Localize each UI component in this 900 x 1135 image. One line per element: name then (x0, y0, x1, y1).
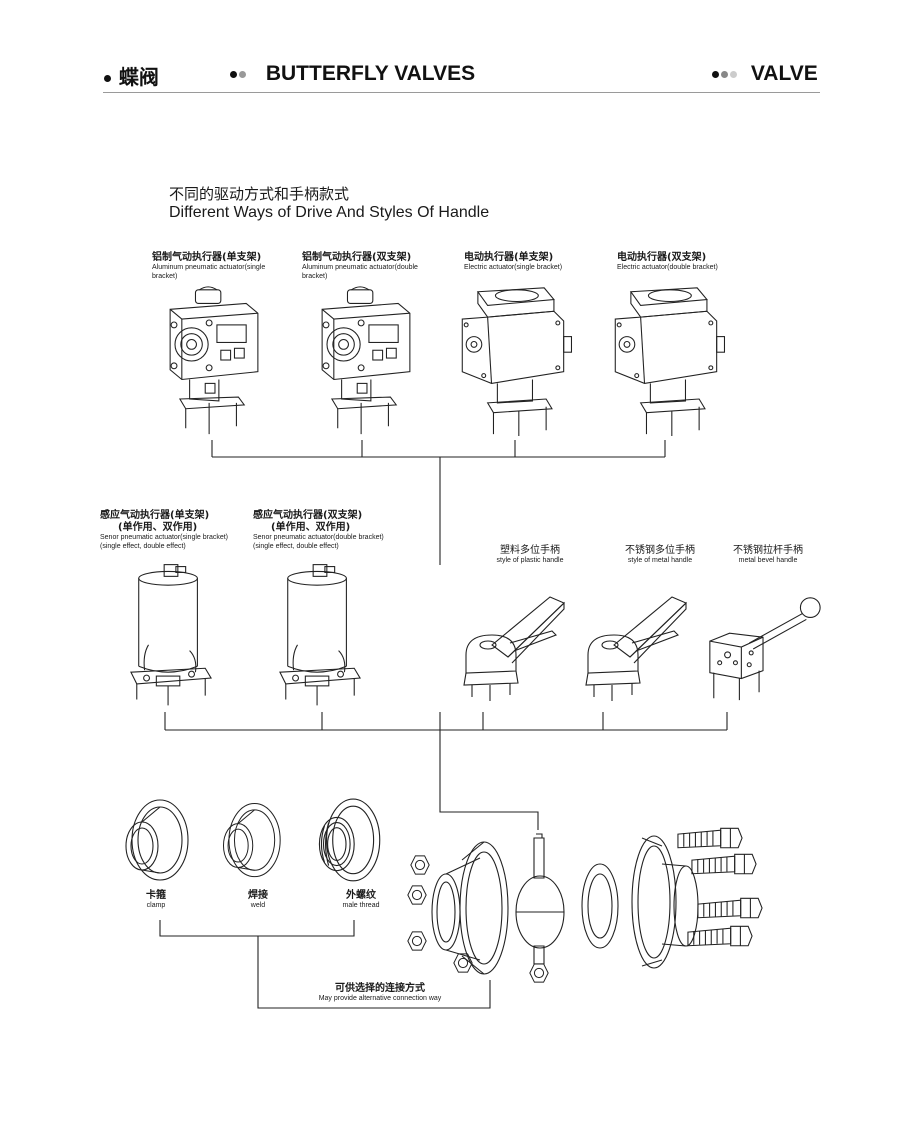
page-header: 蝶阀 BUTTERFLY VALVES VALVE (0, 0, 900, 100)
actuator-label-en: Aluminum pneumatic actuator(single brack… (152, 264, 266, 280)
connection-note-en: May provide alternative connection way (318, 995, 442, 1002)
sensor-label-en2: (single effect, double effect) (253, 542, 339, 550)
header-left-label: 蝶阀 (118, 65, 159, 89)
bullet-dot-icon (230, 70, 237, 78)
section-title-en: Different Ways of Drive And Styles Of Ha… (169, 204, 490, 221)
actuator-label: 电动执行器(单支架) Electric actuator(single brac… (464, 252, 594, 273)
actuator-label-cn: 铝制气动执行器(双支架) (302, 252, 412, 263)
handle-label-en: style of plastic handle (496, 557, 564, 564)
actuator-label-cn: 电动执行器(双支架) (617, 252, 707, 263)
sensor-label-en: Senor pneumatic actuator(single bracket) (100, 534, 229, 541)
sensor-label-cn: 感应气动执行器(双支架) (253, 510, 363, 521)
handle-label: 塑料多位手柄 style of plastic handle (480, 545, 580, 566)
actuator-label: 电动执行器(双支架) Electric actuator(double brac… (617, 252, 747, 273)
actuator-label-en: Aluminum pneumatic actuator(double brack… (302, 264, 418, 280)
handle-label-cn: 不锈钢拉杆手柄 (733, 545, 803, 556)
connection-label: 卡箍 clamp (126, 890, 186, 911)
bullet-dot-icon (239, 70, 246, 78)
section-title-cn: 不同的驱动方式和手柄款式 (169, 185, 350, 203)
connection-label: 焊接 weld (228, 890, 288, 911)
bullet-dot-icon (730, 70, 737, 78)
actuator-label: 铝制气动执行器(单支架) Aluminum pneumatic actuator… (152, 252, 282, 281)
bullet-dot-icon (721, 70, 728, 78)
connection-label-cn: 焊接 (248, 890, 268, 901)
actuator-label-en: Electric actuator(double bracket) (617, 264, 718, 271)
sensor-label-en2: (single effect, double effect) (100, 542, 186, 550)
connection-label-en: weld (250, 902, 266, 909)
sensor-label-cn: 感应气动执行器(单支架) (100, 510, 210, 521)
sensor-label-cn2: (单作用、双作用) (118, 522, 198, 533)
connection-label-en: clamp (146, 902, 166, 909)
handle-label-en: metal bevel handle (738, 557, 798, 564)
connection-note-cn: 可供选择的连接方式 (335, 983, 425, 994)
header-right-label: VALVE (750, 62, 818, 85)
sensor-actuator-label: 感应气动执行器(双支架) (单作用、双作用) Senor pneumatic a… (253, 510, 403, 551)
sensor-actuator-label: 感应气动执行器(单支架) (单作用、双作用) Senor pneumatic a… (100, 510, 250, 551)
header-right: VALVE (712, 62, 818, 86)
connection-label-cn: 外螺纹 (346, 890, 376, 901)
header-divider (103, 92, 820, 93)
header-center: BUTTERFLY VALVES (230, 62, 475, 86)
actuator-label-en: Electric actuator(single bracket) (464, 264, 563, 271)
sensor-label-cn2: (单作用、双作用) (271, 522, 351, 533)
handle-label-cn: 塑料多位手柄 (500, 545, 560, 556)
bullet-dot-icon (712, 70, 719, 78)
handle-label-cn: 不锈钢多位手柄 (625, 545, 695, 556)
header-center-label: BUTTERFLY VALVES (265, 62, 476, 85)
connection-label-en: male thread (342, 902, 380, 909)
actuator-label-cn: 铝制气动执行器(单支架) (152, 252, 262, 263)
handle-label-en: style of metal handle (627, 557, 693, 564)
handle-label: 不锈钢拉杆手柄 metal bevel handle (718, 545, 818, 566)
connection-note: 可供选择的连接方式 May provide alternative connec… (290, 983, 470, 1004)
sensor-label-en: Senor pneumatic actuator(double bracket) (253, 534, 384, 541)
connection-label-cn: 卡箍 (146, 890, 166, 901)
header-left: 蝶阀 (104, 61, 159, 90)
bullet-dot-icon (104, 74, 111, 82)
handle-label: 不锈钢多位手柄 style of metal handle (610, 545, 710, 566)
connection-label: 外螺纹 male thread (326, 890, 396, 911)
actuator-label-cn: 电动执行器(单支架) (464, 252, 554, 263)
actuator-label: 铝制气动执行器(双支架) Aluminum pneumatic actuator… (302, 252, 432, 281)
